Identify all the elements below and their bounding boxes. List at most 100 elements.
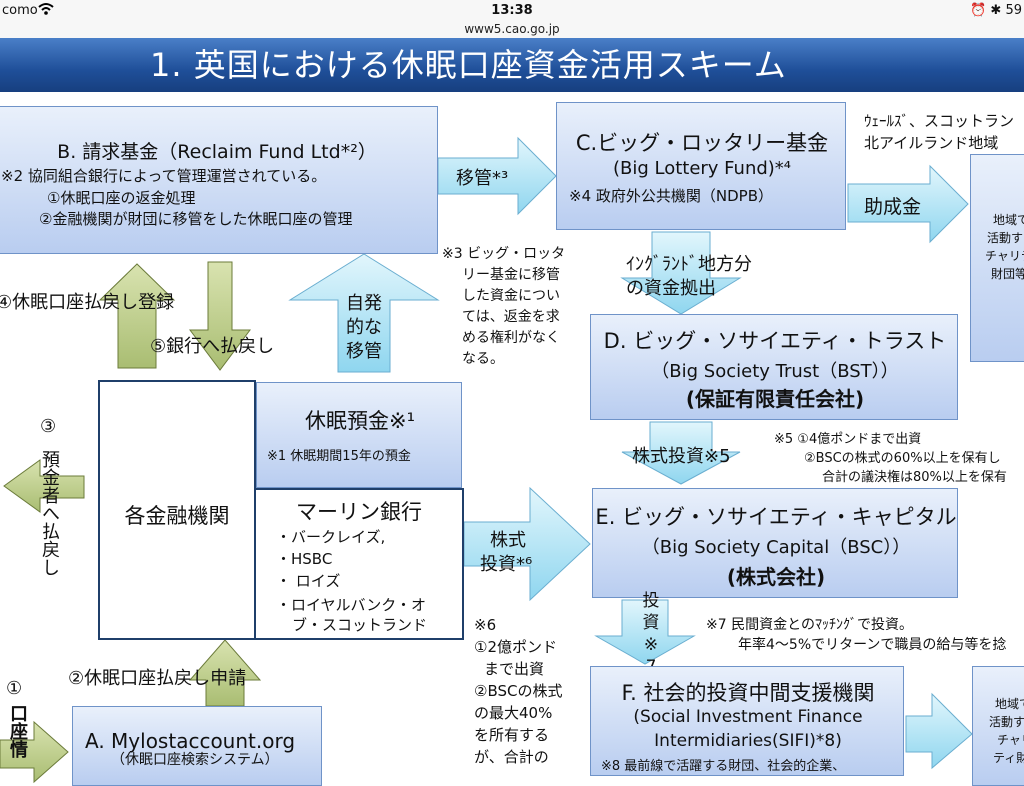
sifi-note: ※8 最前線で活躍する財団、社会的企業、 xyxy=(601,759,846,774)
merlin-title: マーリン銀行 xyxy=(296,500,422,524)
account-info-label: 口座情 xyxy=(7,704,28,758)
wales-label-2: 北アイルランド地域 xyxy=(864,134,999,152)
note-6-line-2: ①2億ポンド xyxy=(474,638,557,656)
big-society-trust-box: D. ビッグ・ソサイエティ・トラスト （Big Society Trust（BS… xyxy=(590,314,958,420)
note-6-line-5: の最大40% xyxy=(474,704,553,722)
wifi-icon xyxy=(38,2,54,20)
address-bar[interactable]: www5.cao.go.jp xyxy=(0,22,1024,40)
regional-charity-box-1: 地域で 活動す チャリテ 財団等 xyxy=(970,154,1024,362)
big-lottery-title: C.ビッグ・ロッタリー基金 xyxy=(575,131,829,155)
merlin-bank-5: ブ・スコットランド xyxy=(292,616,428,634)
arrow-england-funding xyxy=(620,231,742,315)
arrow-register-refund xyxy=(98,263,176,369)
note-3-line-2: リー基金に移管 xyxy=(462,267,560,283)
merlin-bank-3: ・ ロイズ xyxy=(276,572,341,590)
bluetooth-icon: ✱ xyxy=(990,3,1002,18)
bsc-subtitle: （Big Society Capital（BSC）） xyxy=(641,537,911,558)
stock-investment-5-label: 株式投資※5 xyxy=(632,446,731,467)
note-6-line-7: が、合計の xyxy=(474,748,549,766)
merlin-bank-1: ・バークレイズ, xyxy=(276,528,386,546)
note-3-line-4: ては、返金を求 xyxy=(462,309,560,325)
note-6-line-6: を所有する xyxy=(474,726,550,744)
voluntary-transfer-label: 自発 的な 移管 xyxy=(346,293,382,362)
dormant-deposit-title: 休眠預金※¹ xyxy=(304,409,415,433)
note-6: ※6 ①2億ポンド まで出資 ②BSCの株式 の最大40% を所有する が、合計… xyxy=(474,614,562,768)
regional-charity-box-2: 地域で 活動す チャリ ティ財 xyxy=(972,666,1024,786)
account-info-number: ① xyxy=(6,678,23,699)
regional-2-line-3: チャリ xyxy=(997,733,1024,747)
arrow-f-to-right xyxy=(905,692,973,770)
merlin-bank-2: ・HSBC xyxy=(276,550,333,568)
regional-1-line-1: 地域で xyxy=(993,213,1024,227)
arrow-bank-refund xyxy=(189,261,251,371)
url-text: www5.cao.go.jp xyxy=(464,22,560,36)
note-3-line-3: した資金につい xyxy=(462,288,560,304)
england-funding-label-1: ｲﾝｸﾞﾗﾝﾄﾞ地方分 xyxy=(626,254,752,275)
status-bar: como 13:38 ⏰ ✱ 59 xyxy=(0,0,1024,22)
note-5-line-2: ②BSCの株式の60%以上を保有し xyxy=(804,451,1001,466)
arrow-claim-refund xyxy=(188,639,262,707)
arrow-voluntary-transfer xyxy=(288,253,440,373)
wales-label-1: ｳｪｰﾙｽﾞ、スコットラン xyxy=(864,112,1015,130)
regional-1-line-4: 財団等 xyxy=(991,267,1024,281)
page-title: 1. 英国における休眠口座資金活用スキーム xyxy=(150,46,787,84)
depositor-refund-label: 預金者へ払戻し xyxy=(39,450,60,576)
arrow-stock-investment-5 xyxy=(621,421,741,485)
note-3: ※3 ビッグ・ロッタ リー基金に移管 した資金につい ては、返金を求 める権利が… xyxy=(442,244,565,370)
arrow-invest-7 xyxy=(594,599,696,665)
note-5-line-3: 合計の議決権は80%以上を保有 xyxy=(822,470,1007,485)
mylostaccount-title: A. Mylostaccount.org xyxy=(85,729,296,753)
arrow-depositor-refund xyxy=(3,459,85,513)
arrow-grant xyxy=(847,164,969,244)
claim-refund-label: ②休眠口座払戻し申請 xyxy=(68,668,247,689)
dormant-deposit-box: 休眠預金※¹ ※1 休眠期間15年の預金 xyxy=(256,382,462,488)
merlin-bank-box: マーリン銀行 ・バークレイズ, ・HSBC ・ ロイズ ・ロイヤルバンク・オ ブ… xyxy=(254,488,464,640)
stock-investment-6-label-2: 投資*⁶ xyxy=(480,554,533,575)
regional-1-line-2: 活動す xyxy=(987,231,1024,245)
mylostaccount-subtitle: （休眠口座検索システム） xyxy=(111,752,279,768)
regional-1-line-3: チャリテ xyxy=(985,249,1024,263)
bst-kind: (保証有限責任会社) xyxy=(685,387,865,411)
carrier-label: como xyxy=(2,3,38,18)
reclaim-fund-note: ※2 協同組合銀行によって管理運営されている。 xyxy=(1,167,327,185)
financial-institutions-box: 各金融機関 xyxy=(98,380,256,640)
mylostaccount-box: A. Mylostaccount.org （休眠口座検索システム） xyxy=(72,706,322,786)
arrow-transfer-b-to-c xyxy=(437,136,557,216)
reclaim-fund-item-1: ①休眠口座の返金処理 xyxy=(47,189,196,207)
big-society-capital-box: E. ビッグ・ソサイエティ・キャピタル （Big Society Capital… xyxy=(592,488,958,598)
clock-time: 13:38 xyxy=(491,3,533,18)
big-lottery-subtitle: (Big Lottery Fund)*⁴ xyxy=(612,158,792,179)
note-3-line-1: ※3 ビッグ・ロッタ xyxy=(442,246,566,262)
sifi-sub-2: Intermidiaries(SIFI)*8) xyxy=(654,731,842,751)
bank-refund-label: ⑤銀行へ払戻し xyxy=(150,336,275,357)
regional-2-line-2: 活動す xyxy=(989,715,1024,729)
note-6-line-3: まで出資 xyxy=(484,660,545,678)
note-3-line-6: なる。 xyxy=(462,351,504,367)
bst-title: D. ビッグ・ソサイエティ・トラスト xyxy=(603,329,947,353)
note-6-line-1: ※6 xyxy=(474,616,497,634)
regional-2-line-4: ティ財 xyxy=(993,751,1024,765)
merlin-bank-4: ・ロイヤルバンク・オ xyxy=(276,596,427,614)
status-right: ⏰ ✱ 59 xyxy=(970,3,1022,18)
diagram-arrows xyxy=(0,136,973,784)
reclaim-fund-item-2: ②金融機関が財団に移管をした休眠口座の管理 xyxy=(39,210,353,228)
transfer-3-label: 移管*³ xyxy=(456,168,509,189)
sifi-box: F. 社会的投資中間支援機関 (Social Investment Financ… xyxy=(590,666,904,776)
regional-2-line-1: 地域で xyxy=(995,697,1024,711)
sifi-sub-1: (Social Investment Finance xyxy=(633,707,863,727)
invest-7-label: 投 資 ※ 7 xyxy=(642,591,660,677)
title-banner: 1. 英国における休眠口座資金活用スキーム xyxy=(0,38,1024,92)
bsc-kind: (株式会社) xyxy=(726,565,826,589)
bst-subtitle: （Big Society Trust（BST）） xyxy=(651,361,899,382)
england-funding-label-2: の資金拠出 xyxy=(626,278,716,299)
note-6-line-4: ②BSCの株式 xyxy=(474,682,563,700)
big-lottery-fund-box: C.ビッグ・ロッタリー基金 (Big Lottery Fund)*⁴ ※4 政府… xyxy=(556,102,846,230)
battery-percent: 59 xyxy=(1005,3,1022,18)
stock-investment-6-label-1: 株式 xyxy=(490,530,526,551)
note-7-line-2: 年率4～5%でリターンで職員の給与等を捻 xyxy=(738,637,1007,653)
grant-label: 助成金 xyxy=(864,196,922,218)
reclaim-fund-box: B. 請求基金（Reclaim Fund Ltd*²） ※2 協同組合銀行によっ… xyxy=(0,106,438,254)
reclaim-fund-title: B. 請求基金（Reclaim Fund Ltd*²） xyxy=(57,141,377,163)
sifi-title: F. 社会的投資中間支援機関 xyxy=(621,681,875,705)
note-7-line-1: ※7 民間資金とのﾏｯﾁﾝｸﾞで投資。 xyxy=(706,617,913,633)
